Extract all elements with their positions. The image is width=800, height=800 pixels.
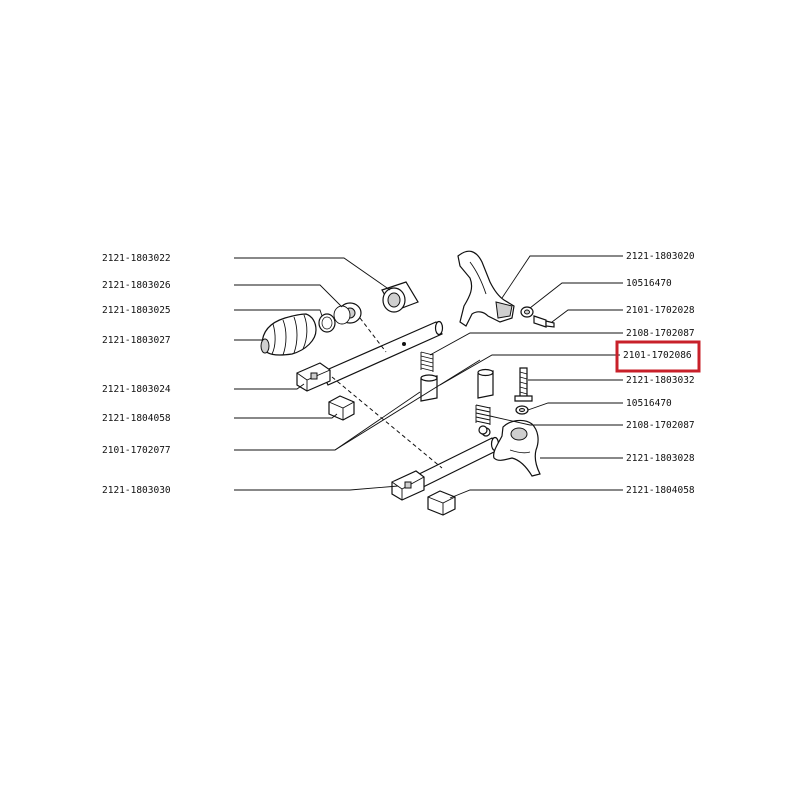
label-2101-1702028: 2101-1702028: [626, 305, 695, 316]
label-2121-1803026: 2121-1803026: [102, 280, 171, 291]
bolt: [533, 315, 555, 328]
label-2121-1803030: 2121-1803030: [102, 485, 171, 496]
label-2101-1702077: 2101-1702077: [102, 445, 171, 456]
upper-shift-fork: [457, 250, 515, 327]
bushing: [381, 281, 419, 313]
assembly-line-upper: [359, 317, 387, 353]
detent-ball: [478, 425, 488, 435]
label-10516470-lower: 10516470: [626, 398, 672, 409]
lower-shift-fork: [493, 419, 541, 477]
right-labels: 2121-1803020 10516470 2101-1702028 2108-…: [623, 251, 695, 496]
clip-left: [328, 395, 355, 421]
label-2121-1803032: 2121-1803032: [626, 375, 695, 386]
upper-plunger: [420, 374, 438, 402]
nut-upper: [520, 306, 534, 318]
label-2121-1803025: 2121-1803025: [102, 305, 171, 316]
nut-lower: [515, 405, 529, 415]
lower-rod-head: [391, 470, 425, 501]
label-2121-1804058-right: 2121-1804058: [626, 485, 695, 496]
clip-right: [427, 490, 456, 516]
rubber-boot: [260, 313, 317, 356]
label-2101-1702086: 2101-1702086: [623, 350, 692, 361]
label-2108-1702087-lower: 2108-1702087: [626, 420, 695, 431]
o-ring: [318, 313, 336, 333]
upper-spring: [420, 351, 434, 372]
leader-lines: [234, 255, 623, 499]
label-10516470-upper: 10516470: [626, 278, 672, 289]
lower-spring: [475, 404, 491, 425]
label-2108-1702087-upper: 2108-1702087: [626, 328, 695, 339]
label-2121-1803027: 2121-1803027: [102, 335, 171, 346]
label-2121-1803024: 2121-1803024: [102, 384, 171, 395]
parts-drawing: [260, 250, 555, 516]
middle-plunger: [477, 368, 494, 399]
assembly-line-lower: [331, 376, 443, 469]
collar-ring: [333, 302, 362, 325]
stud-bolt: [514, 367, 533, 402]
upper-rod-head: [296, 362, 331, 392]
highlight-box: [615, 340, 701, 373]
label-2121-1804058-left: 2121-1804058: [102, 413, 171, 424]
left-labels: 2121-1803022 2121-1803026 2121-1803025 2…: [102, 253, 171, 496]
label-2121-1803022: 2121-1803022: [102, 253, 171, 264]
label-2121-1803028: 2121-1803028: [626, 453, 695, 464]
label-2121-1803020: 2121-1803020: [626, 251, 695, 262]
